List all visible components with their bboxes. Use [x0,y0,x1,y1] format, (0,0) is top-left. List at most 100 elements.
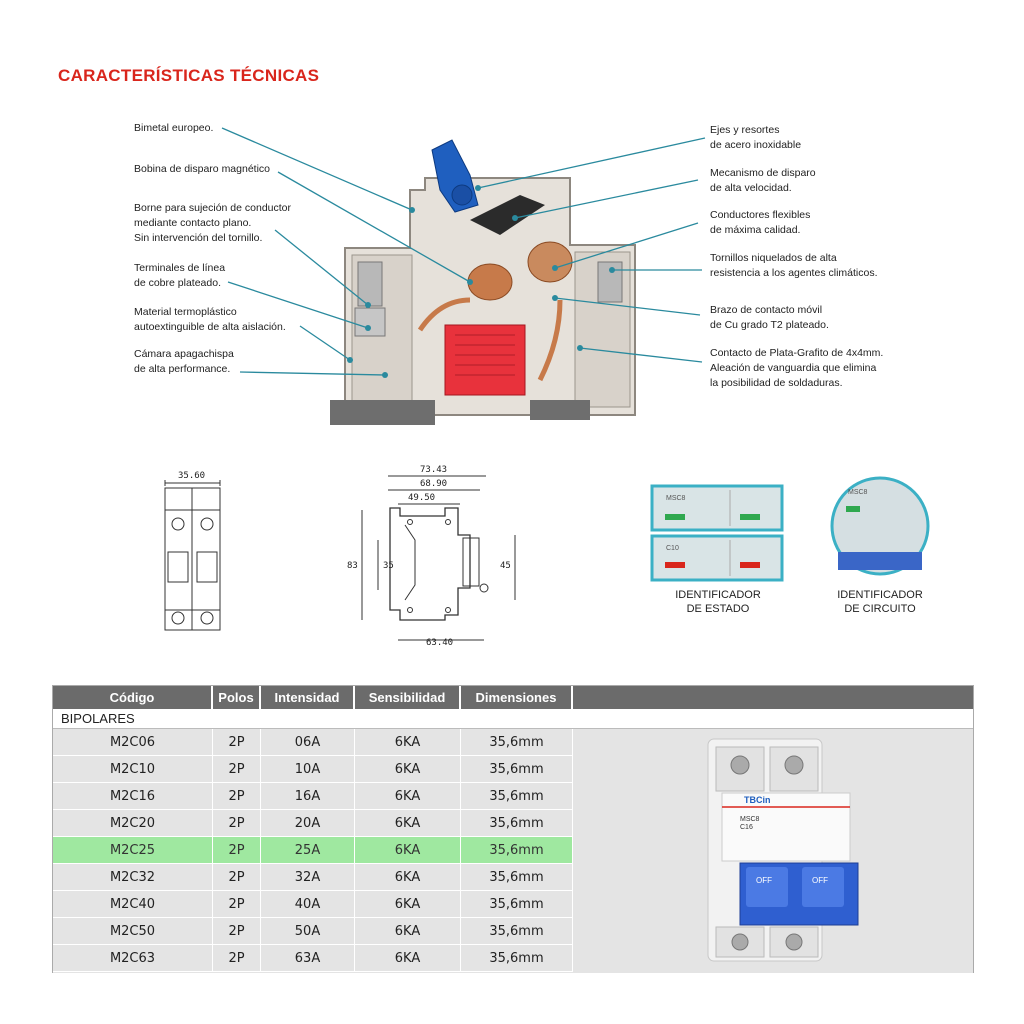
cell-poles: 2P [213,756,261,783]
cell-sensitivity: 6KA [355,729,461,756]
page-title: CARACTERÍSTICAS TÉCNICAS [58,66,320,85]
cell-sensitivity: 6KA [355,837,461,864]
circuit-identifier-image: MSC8 [830,476,930,576]
cell-dimensions: 35,6mm [461,756,573,783]
cell-dimensions: 35,6mm [461,945,573,972]
table-header: Código Polos Intensidad Sensibilidad Dim… [53,686,973,709]
col-header-code: Código [53,686,213,709]
col-header-intensity: Intensidad [261,686,355,709]
col-header-dimensions: Dimensiones [461,686,573,709]
label-silver-contact: Contacto de Plata-Grafito de 4x4mm.Aleac… [710,347,884,389]
side-view-drawing [361,475,516,641]
state-identifier-image: MSC8 C10 [650,484,784,582]
cell-dimensions: 35,6mm [461,837,573,864]
cell-intensity: 40A [261,891,355,918]
right-leader-lines [477,137,706,363]
dim-front-width: 35.60 [178,471,205,481]
cell-sensitivity: 6KA [355,891,461,918]
svg-text:C16: C16 [740,824,753,831]
cell-poles: 2P [213,891,261,918]
arc-chamber [444,324,526,396]
left-clamp [354,307,386,337]
cell-dimensions: 35,6mm [461,918,573,945]
cell-poles: 2P [213,945,261,972]
svg-text:MSC8: MSC8 [740,816,760,823]
dimension-drawings: 35.60 73.43 68.90 49.50 83 35 45 63.40 M… [164,465,930,648]
dim-side-3: 49.50 [408,493,435,503]
coil [417,241,573,382]
cell-intensity: 06A [261,729,355,756]
cell-sensitivity: 6KA [355,783,461,810]
svg-text:MSC8: MSC8 [848,489,868,496]
cell-code: M2C32 [53,864,213,891]
label-bimetal: Bimetal europeo. [134,122,214,134]
cell-sensitivity: 6KA [355,945,461,972]
cell-sensitivity: 6KA [355,810,461,837]
dim-side-4: 83 [347,561,358,571]
trip-mechanism [470,195,545,235]
cell-dimensions: 35,6mm [461,891,573,918]
cell-poles: 2P [213,918,261,945]
breaker-cutaway-diagram [221,127,706,425]
dim-side-1: 73.43 [420,465,447,475]
group-label-bipolares: BIPOLARES [53,709,973,729]
switch-left-label: OFF [756,876,772,885]
dim-side-6: 45 [500,561,511,571]
cell-code: M2C25 [53,837,213,864]
cell-dimensions: 35,6mm [461,783,573,810]
front-view-drawing [164,480,221,631]
cell-code: M2C20 [53,810,213,837]
cell-intensity: 25A [261,837,355,864]
product-brand: TBCin [744,795,771,805]
dim-side-5: 35 [383,561,394,571]
product-image: TBCin MSC8 C16 OFF OFF [707,738,859,962]
cell-sensitivity: 6KA [355,864,461,891]
cell-code: M2C40 [53,891,213,918]
dim-side-2: 68.90 [420,479,447,489]
cell-sensitivity: 6KA [355,756,461,783]
cell-intensity: 10A [261,756,355,783]
cell-poles: 2P [213,810,261,837]
cell-poles: 2P [213,864,261,891]
cell-intensity: 50A [261,918,355,945]
cell-intensity: 32A [261,864,355,891]
cell-intensity: 16A [261,783,355,810]
cell-code: M2C50 [53,918,213,945]
left-leader-lines [221,127,471,376]
cell-intensity: 20A [261,810,355,837]
cell-poles: 2P [213,837,261,864]
cell-sensitivity: 6KA [355,918,461,945]
blue-toggle-handle [431,139,479,213]
cell-dimensions: 35,6mm [461,729,573,756]
switch-right-label: OFF [812,876,828,885]
svg-text:MSC8: MSC8 [666,495,686,502]
label-coil: Bobina de disparo magnético [134,163,271,175]
cell-code: M2C16 [53,783,213,810]
dim-side-7: 63.40 [426,638,453,648]
cell-code: M2C06 [53,729,213,756]
leader-dots [347,185,615,378]
cell-poles: 2P [213,783,261,810]
cell-dimensions: 35,6mm [461,810,573,837]
cell-intensity: 63A [261,945,355,972]
svg-text:C10: C10 [666,545,679,552]
